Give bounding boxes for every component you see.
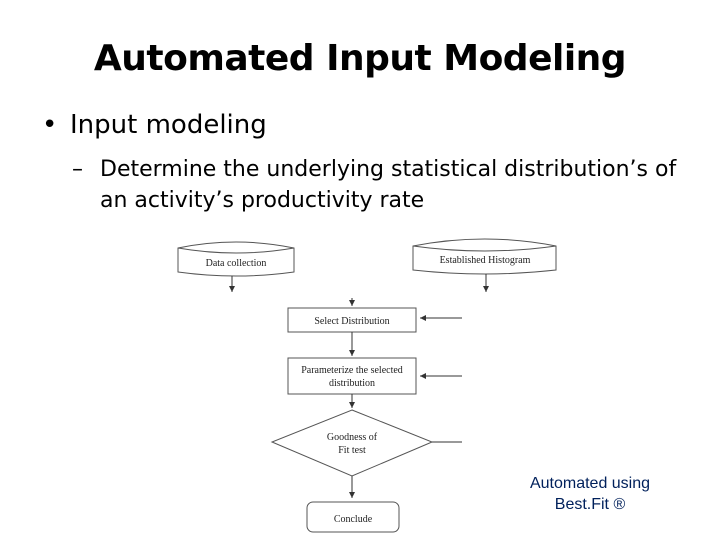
bullet-item: • Input modeling <box>42 110 267 140</box>
histogram-label: Established Histogram <box>440 255 531 266</box>
bullet-text: Input modeling <box>70 110 267 140</box>
goodness-label-1: Goodness of <box>327 432 378 443</box>
data-collection-node: Data collection <box>177 241 295 277</box>
slide-title: Automated Input Modeling <box>93 38 627 79</box>
parameterize-label-2: distribution <box>329 378 375 389</box>
goodness-label-2: Fit test <box>338 445 366 456</box>
caption-line-2: Best.Fit ® <box>554 495 626 513</box>
bullet-dot: • <box>42 110 58 140</box>
parameterize-node: Parameterize the selected distribution <box>287 357 417 395</box>
sub-bullet: – Determine the underlying statistical d… <box>72 155 690 217</box>
data-collection-label: Data collection <box>206 258 267 269</box>
sub-bullet-text: Determine the underlying statistical dis… <box>100 157 677 213</box>
select-distribution-node: Select Distribution <box>287 307 417 333</box>
goodness-of-fit-node: Goodness of Fit test <box>270 409 434 477</box>
sub-bullet-dash: – <box>72 157 83 182</box>
conclude-node: Conclude <box>306 501 400 533</box>
conclude-label: Conclude <box>334 514 373 525</box>
select-distribution-label: Select Distribution <box>314 316 389 327</box>
parameterize-label-1: Parameterize the selected <box>301 365 403 376</box>
caption-line-1: Automated using <box>529 475 651 492</box>
histogram-node: Established Histogram <box>412 238 557 275</box>
tool-caption: Automated using Best.Fit ® <box>510 474 670 516</box>
